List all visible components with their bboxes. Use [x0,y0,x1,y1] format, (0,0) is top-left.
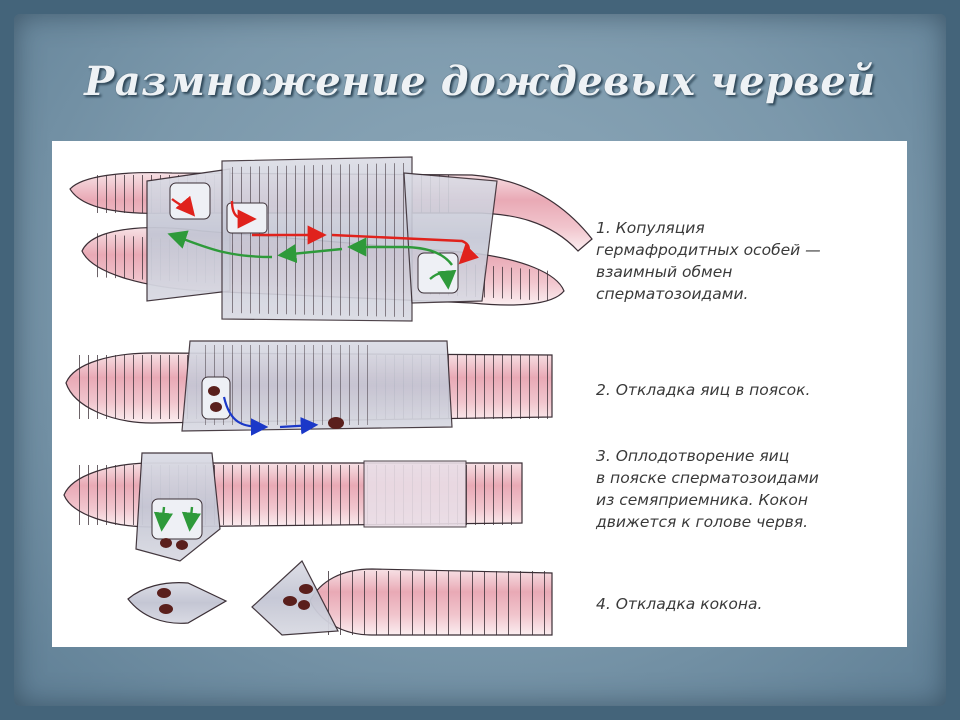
sperm-arrow-green-5 [153,506,173,532]
egg-icon [159,604,173,614]
egg-icon [299,584,313,594]
stage4-cocoon-laying [127,560,553,636]
sperm-arrow-red-4 [331,233,479,265]
sperm-arrow-green-6 [181,506,201,532]
egg-icon [328,417,344,429]
egg-icon [210,402,222,412]
egg-icon [176,540,188,550]
caption-stage-2: 2. Откладка яиц в поясок. [596,381,811,399]
illustration-panel: 1. Копуляция гермафродитных особей — вза… [52,141,907,647]
egg-arrow-blue-1 [222,396,269,436]
slide-title: Размножение дождевых червей [84,58,876,105]
stage3-clitellum-band [363,460,467,528]
egg-icon [160,538,172,548]
egg-icon [208,386,220,396]
egg-arrow-blue-2 [279,416,319,435]
sperm-arrow-green-3 [167,230,273,259]
sperm-arrow-green-4 [429,269,457,290]
sperm-arrow-green-2 [277,244,343,264]
egg-icon [157,588,171,598]
caption-stage-3: 3. Оплодотворение яиц в пояске сперматоз… [596,447,819,531]
stage1-copulating-worms [69,156,593,322]
caption-stage-1: 1. Копуляция гермафродитных особей — вза… [596,219,821,303]
egg-icon [298,600,310,610]
sperm-arrow-green-1 [347,237,453,266]
detached-cocoon [127,582,228,624]
caption-stage-4: 4. Откладка кокона. [596,595,763,613]
egg-icon [283,596,297,606]
stage2-worm [65,340,553,436]
sperm-arrow-red-1 [171,195,196,217]
sperm-arrow-red-2 [230,200,257,229]
earthworm-reproduction-diagram [63,156,593,636]
stage3-worm [63,452,523,562]
